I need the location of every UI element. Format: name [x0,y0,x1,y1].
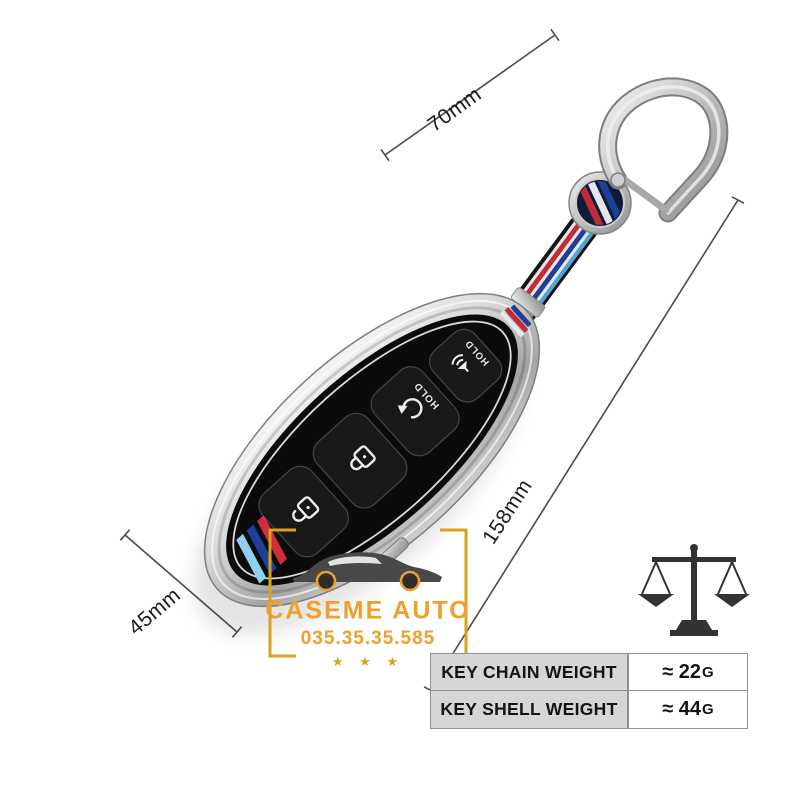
dimension-line-45mm [119,529,243,638]
star-decoration: ★ ★ ★ [331,654,405,669]
unlock-icon [292,496,320,522]
spec-row-keychain-label: KEY CHAIN WEIGHT [430,653,628,691]
keychain-weight-value: ≈ 22 [662,660,702,683]
shell-weight-unit: G [702,701,714,718]
dimension-lines [119,28,745,694]
keychain-weight-unit: G [702,663,714,681]
scale-icon [638,544,750,636]
brand-name: CASEME AUTO [265,596,471,625]
spec-row-shell-label: KEY SHELL WEIGHT [430,690,628,729]
carabiner-hinge-pin [610,172,626,188]
lock-icon [350,445,376,471]
carabiner-clip [598,77,729,223]
car-logo-icon [293,552,442,592]
strap-pass-through [499,304,532,338]
keychain-strap [502,194,614,330]
remote-start-button [370,366,460,457]
phone-number: 035.35.35.585 [300,628,436,649]
carabiner-gate [618,174,670,214]
shell-weight-value: ≈ 44 [662,698,702,720]
dimension-line-70mm [380,28,560,162]
key-fob: HOLD HOLD [203,292,541,608]
